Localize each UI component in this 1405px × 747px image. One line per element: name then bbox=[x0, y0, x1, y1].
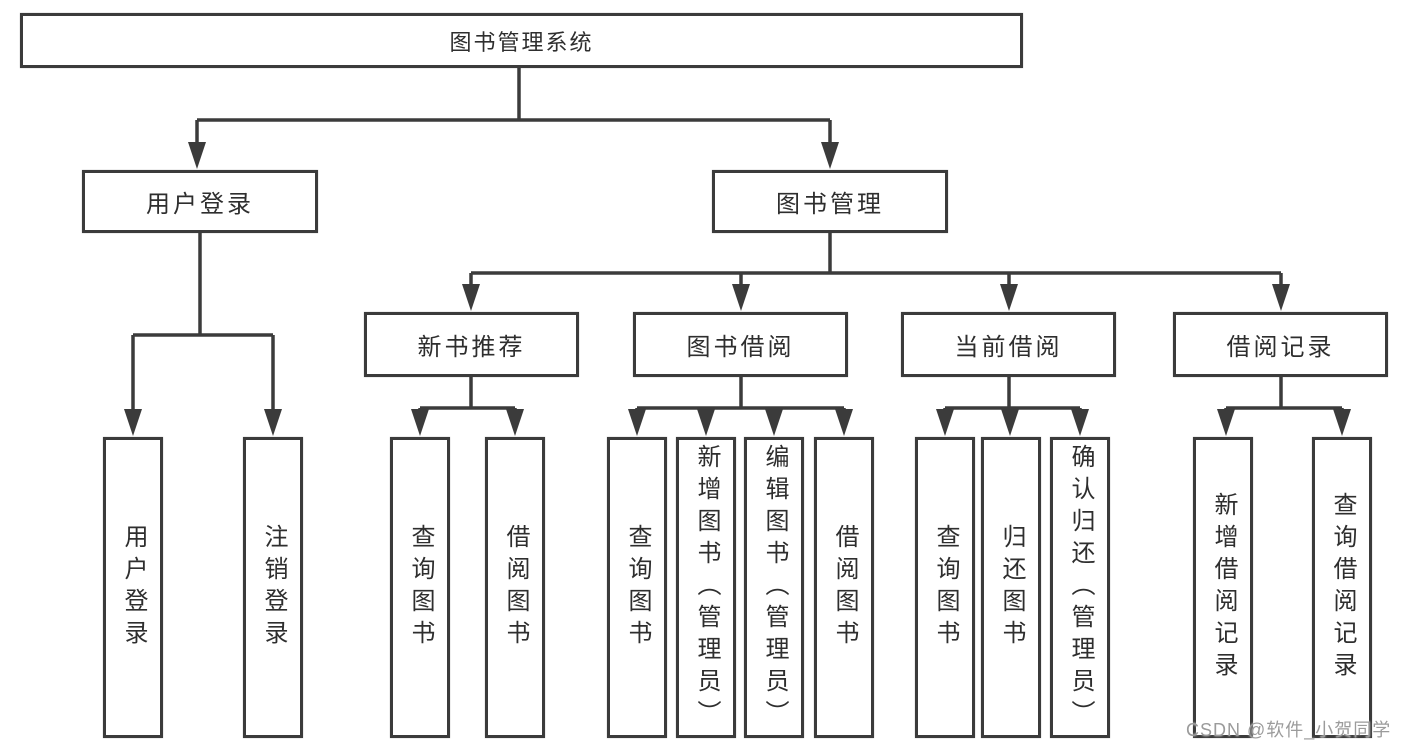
node-leaf-query-borrow-record: 查询借阅记录 bbox=[1312, 437, 1372, 738]
node-leaf-confirm-return-admin-label: 确认归还（管理员） bbox=[1067, 443, 1094, 732]
node-leaf-query-books-current-label: 查询图书 bbox=[932, 523, 959, 652]
node-leaf-query-books-borrow-label: 查询图书 bbox=[624, 523, 651, 652]
node-leaf-query-borrow-record-label: 查询借阅记录 bbox=[1329, 491, 1356, 684]
node-user-login: 用户登录 bbox=[82, 170, 318, 233]
node-leaf-query-books-recommend-label: 查询图书 bbox=[407, 523, 434, 652]
node-leaf-user-login-label: 用户登录 bbox=[120, 523, 147, 652]
node-library-system: 图书管理系统 bbox=[20, 13, 1023, 68]
node-leaf-borrow-books-label: 借阅图书 bbox=[831, 523, 858, 652]
csdn-watermark: CSDN @软件_小贺同学 bbox=[1186, 720, 1392, 740]
node-library-system-label: 图书管理系统 bbox=[449, 29, 594, 55]
node-leaf-logout: 注销登录 bbox=[243, 437, 303, 738]
node-leaf-borrow-books-recommend: 借阅图书 bbox=[485, 437, 545, 738]
node-leaf-return-book: 归还图书 bbox=[981, 437, 1041, 738]
node-current-borrow: 当前借阅 bbox=[901, 312, 1116, 377]
node-leaf-edit-book-admin: 编辑图书（管理员） bbox=[744, 437, 804, 738]
node-leaf-borrow-books: 借阅图书 bbox=[814, 437, 874, 738]
node-borrow-records: 借阅记录 bbox=[1173, 312, 1388, 377]
node-leaf-user-login: 用户登录 bbox=[103, 437, 163, 738]
node-leaf-add-book-admin-label: 新增图书（管理员） bbox=[693, 443, 720, 732]
node-new-book-recommend: 新书推荐 bbox=[364, 312, 579, 377]
node-new-book-recommend-label: 新书推荐 bbox=[417, 334, 526, 361]
node-leaf-add-borrow-record: 新增借阅记录 bbox=[1193, 437, 1253, 738]
node-borrow-records-label: 借阅记录 bbox=[1226, 334, 1335, 361]
node-leaf-query-books-recommend: 查询图书 bbox=[390, 437, 450, 738]
node-current-borrow-label: 当前借阅 bbox=[954, 334, 1063, 361]
node-book-management-label: 图书管理 bbox=[776, 191, 884, 218]
node-book-borrow-label: 图书借阅 bbox=[686, 334, 795, 361]
node-leaf-add-book-admin: 新增图书（管理员） bbox=[676, 437, 736, 738]
node-leaf-logout-label: 注销登录 bbox=[260, 523, 287, 652]
node-book-management: 图书管理 bbox=[712, 170, 948, 233]
node-leaf-return-book-label: 归还图书 bbox=[998, 523, 1025, 652]
arrowheads bbox=[124, 142, 1351, 436]
node-leaf-borrow-books-recommend-label: 借阅图书 bbox=[502, 523, 529, 652]
node-book-borrow: 图书借阅 bbox=[633, 312, 848, 377]
node-leaf-confirm-return-admin: 确认归还（管理员） bbox=[1050, 437, 1110, 738]
node-leaf-edit-book-admin-label: 编辑图书（管理员） bbox=[761, 443, 788, 732]
node-user-login-label: 用户登录 bbox=[146, 191, 254, 218]
node-leaf-query-books-borrow: 查询图书 bbox=[607, 437, 667, 738]
node-leaf-add-borrow-record-label: 新增借阅记录 bbox=[1210, 491, 1237, 684]
node-leaf-query-books-current: 查询图书 bbox=[915, 437, 975, 738]
